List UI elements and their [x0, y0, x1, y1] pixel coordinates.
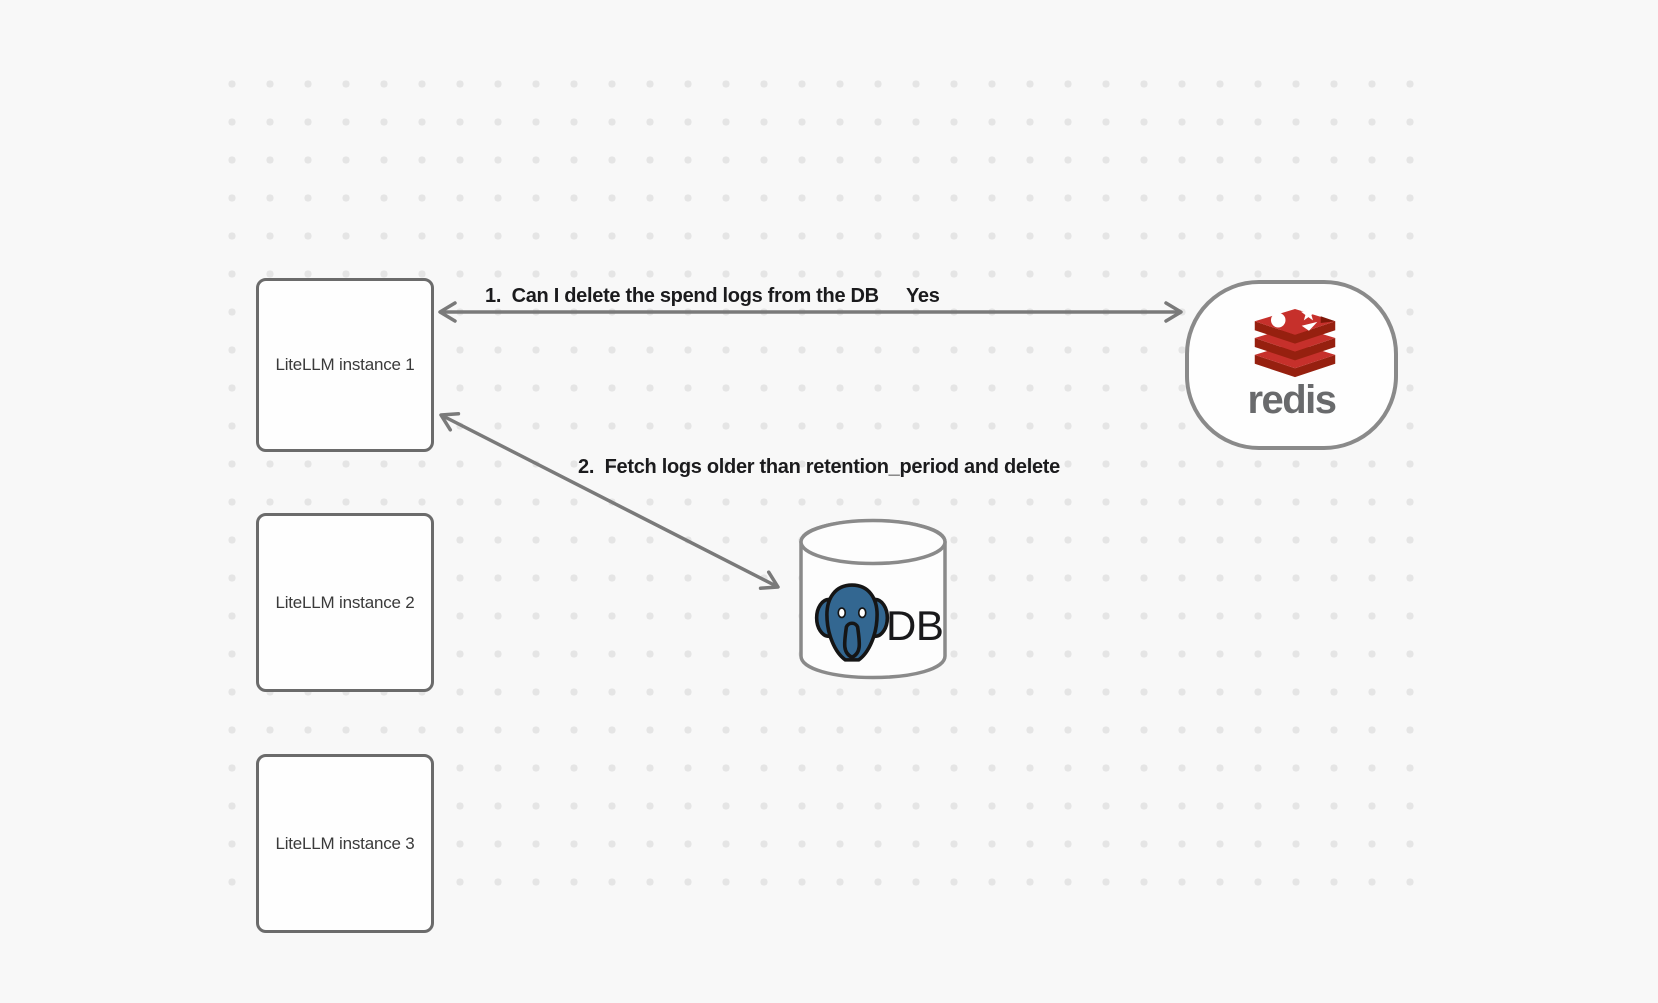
postgresql-elephant-icon [814, 583, 890, 662]
node-litellm-instance-3[interactable]: LiteLLM instance 3 [256, 754, 434, 933]
node-label: LiteLLM instance 3 [275, 833, 415, 853]
node-label: LiteLLM instance 2 [275, 592, 415, 612]
node-label: LiteLLM instance 1 [275, 355, 415, 374]
node-redis[interactable]: redis [1185, 280, 1398, 450]
edge1-response-label: Yes [906, 285, 940, 307]
node-litellm-instance-2[interactable]: LiteLLM instance 2 [256, 513, 434, 692]
node-litellm-instance-1[interactable]: LiteLLM instance 1 [256, 278, 434, 452]
edge2-label: 2. Fetch logs older than retention_perio… [578, 456, 1060, 478]
db-label: DB [886, 602, 944, 649]
redis-logo-icon [1254, 309, 1336, 378]
redis-wordmark: redis [1247, 378, 1337, 422]
edge-instance1-db[interactable] [439, 412, 780, 590]
node-db[interactable]: DB [798, 518, 948, 680]
edge1-question-label: 1. Can I delete the spend logs from the … [485, 285, 879, 307]
